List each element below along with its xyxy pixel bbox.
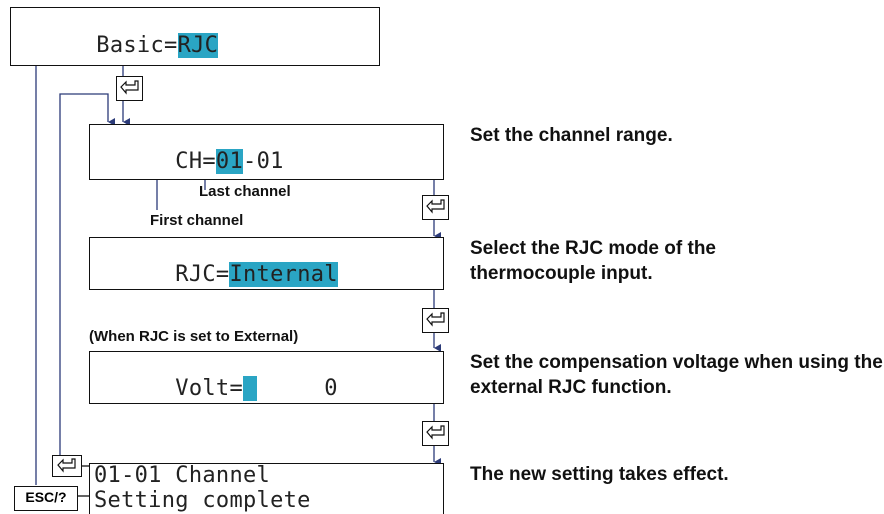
enter-key-5[interactable] (52, 455, 82, 477)
esc-key-button[interactable]: ESC/? (14, 486, 78, 511)
enter-key-icon (426, 425, 445, 440)
rjc-screen: RJC=Internal (89, 237, 444, 290)
basic-value: RJC (177, 33, 219, 58)
enter-key-icon (426, 199, 445, 214)
volt-value: 0 (256, 376, 338, 401)
enter-key-1[interactable] (116, 76, 143, 101)
channel-screen: CH=01-01 (89, 124, 444, 180)
volt-prefix: Volt= (175, 376, 244, 401)
label-when-external: (When RJC is set to External) (89, 328, 299, 345)
enter-key-icon (426, 312, 445, 327)
label-first-channel: First channel (150, 212, 244, 229)
channel-prefix: CH= (175, 149, 216, 174)
label-last-channel: Last channel (199, 183, 291, 200)
first-channel-value: 01 (215, 149, 244, 174)
enter-key-2[interactable] (422, 195, 449, 220)
channel-separator: - (243, 149, 257, 174)
volt-cursor (243, 376, 257, 401)
desc-channel-range: Set the channel range. (470, 125, 673, 146)
enter-key-icon (120, 80, 139, 95)
enter-key-3[interactable] (422, 308, 449, 333)
complete-line-2: Setting complete (94, 488, 311, 513)
last-channel-value: 01 (256, 149, 284, 174)
rjc-prefix: RJC= (175, 262, 230, 287)
desc-comp-voltage: Set the compensation voltage when using … (470, 352, 883, 398)
basic-screen: Basic=RJC (10, 7, 380, 66)
basic-prefix: Basic= (96, 33, 178, 58)
complete-line-1: 01-01 Channel (94, 463, 271, 488)
volt-screen: Volt= 0 (89, 351, 444, 404)
return-line-enter (59, 93, 115, 460)
enter-key-icon (57, 458, 76, 473)
complete-screen: 01-01 Channel Setting complete (89, 463, 444, 514)
desc-rjc-mode: Select the RJC mode of the thermocouple … (470, 238, 716, 284)
desc-takes-effect: The new setting takes effect. (470, 464, 729, 485)
enter-key-4[interactable] (422, 421, 449, 446)
rjc-value: Internal (229, 262, 338, 287)
